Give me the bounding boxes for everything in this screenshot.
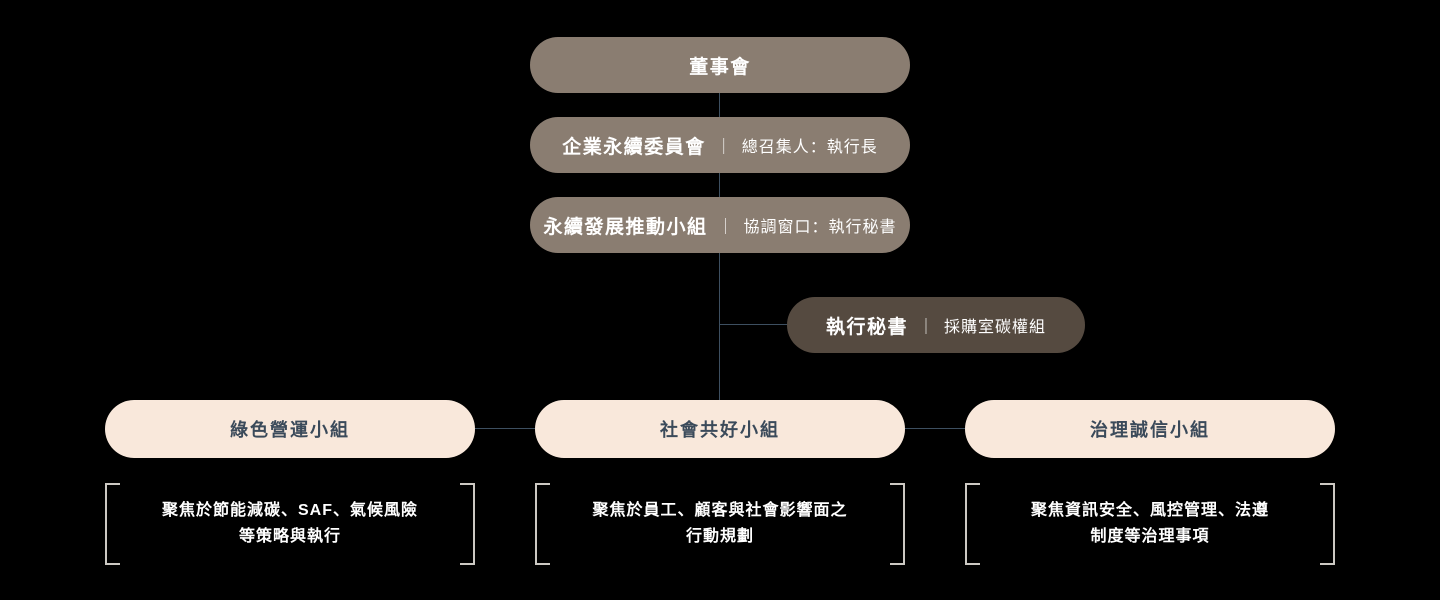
- group1-description: 聚焦於節能減碳、SAF、氣候風險 等策略與執行: [105, 483, 475, 565]
- separator-bar: ｜: [717, 219, 734, 236]
- description-line: 聚焦於員工、顧客與社會影響面之: [592, 502, 848, 519]
- node-label: 治理誠信小組: [1090, 420, 1210, 440]
- node-label: 董事會: [689, 56, 751, 78]
- description-line: 行動規劃: [685, 528, 754, 545]
- node-label: 企業永續委員會: [562, 136, 706, 158]
- connector-secretary-branch: [720, 324, 790, 325]
- description-line: 聚焦資訊安全、風控管理、法遵: [1030, 502, 1269, 519]
- group3-description-text: 聚焦資訊安全、風控管理、法遵 制度等治理事項: [1031, 498, 1269, 550]
- node-governance-integrity-group: 治理誠信小組: [965, 400, 1335, 458]
- left-bracket-icon: [965, 483, 980, 565]
- right-bracket-icon: [460, 483, 475, 565]
- description-line: 聚焦於節能減碳、SAF、氣候風險: [161, 502, 418, 519]
- node-label: 綠色營運小組: [230, 420, 350, 440]
- connector-group1-group2: [475, 428, 535, 429]
- node-label: 執行秘書: [825, 316, 908, 338]
- node-label: 永續發展推動小組: [543, 216, 708, 238]
- node-sustainability-task-force: 永續發展推動小組 ｜ 協調窗口：執行秘書: [530, 197, 910, 253]
- node-sublabel: 協調窗口：執行秘書: [743, 219, 897, 236]
- separator-bar: ｜: [715, 139, 732, 156]
- left-bracket-icon: [105, 483, 120, 565]
- description-line: 制度等治理事項: [1090, 528, 1210, 545]
- node-executive-secretary: 執行秘書 ｜ 採購室碳權組: [787, 297, 1085, 353]
- group1-description-text: 聚焦於節能減碳、SAF、氣候風險 等策略與執行: [162, 498, 418, 550]
- node-sublabel: 總召集人：執行長: [741, 139, 878, 156]
- group2-description-text: 聚焦於員工、顧客與社會影響面之 行動規劃: [592, 498, 847, 550]
- node-sublabel: 採購室碳權組: [944, 319, 1047, 336]
- node-board-of-directors: 董事會: [530, 37, 910, 93]
- left-bracket-icon: [535, 483, 550, 565]
- node-sustainability-committee: 企業永續委員會 ｜ 總召集人：執行長: [530, 117, 910, 173]
- right-bracket-icon: [890, 483, 905, 565]
- connector-group2-group3: [905, 428, 965, 429]
- right-bracket-icon: [1320, 483, 1335, 565]
- node-green-operations-group: 綠色營運小組: [105, 400, 475, 458]
- group3-description: 聚焦資訊安全、風控管理、法遵 制度等治理事項: [965, 483, 1335, 565]
- group2-description: 聚焦於員工、顧客與社會影響面之 行動規劃: [535, 483, 905, 565]
- node-social-wellbeing-group: 社會共好小組: [535, 400, 905, 458]
- separator-bar: ｜: [917, 319, 934, 336]
- node-label: 社會共好小組: [660, 420, 780, 440]
- description-line: 等策略與執行: [238, 528, 341, 545]
